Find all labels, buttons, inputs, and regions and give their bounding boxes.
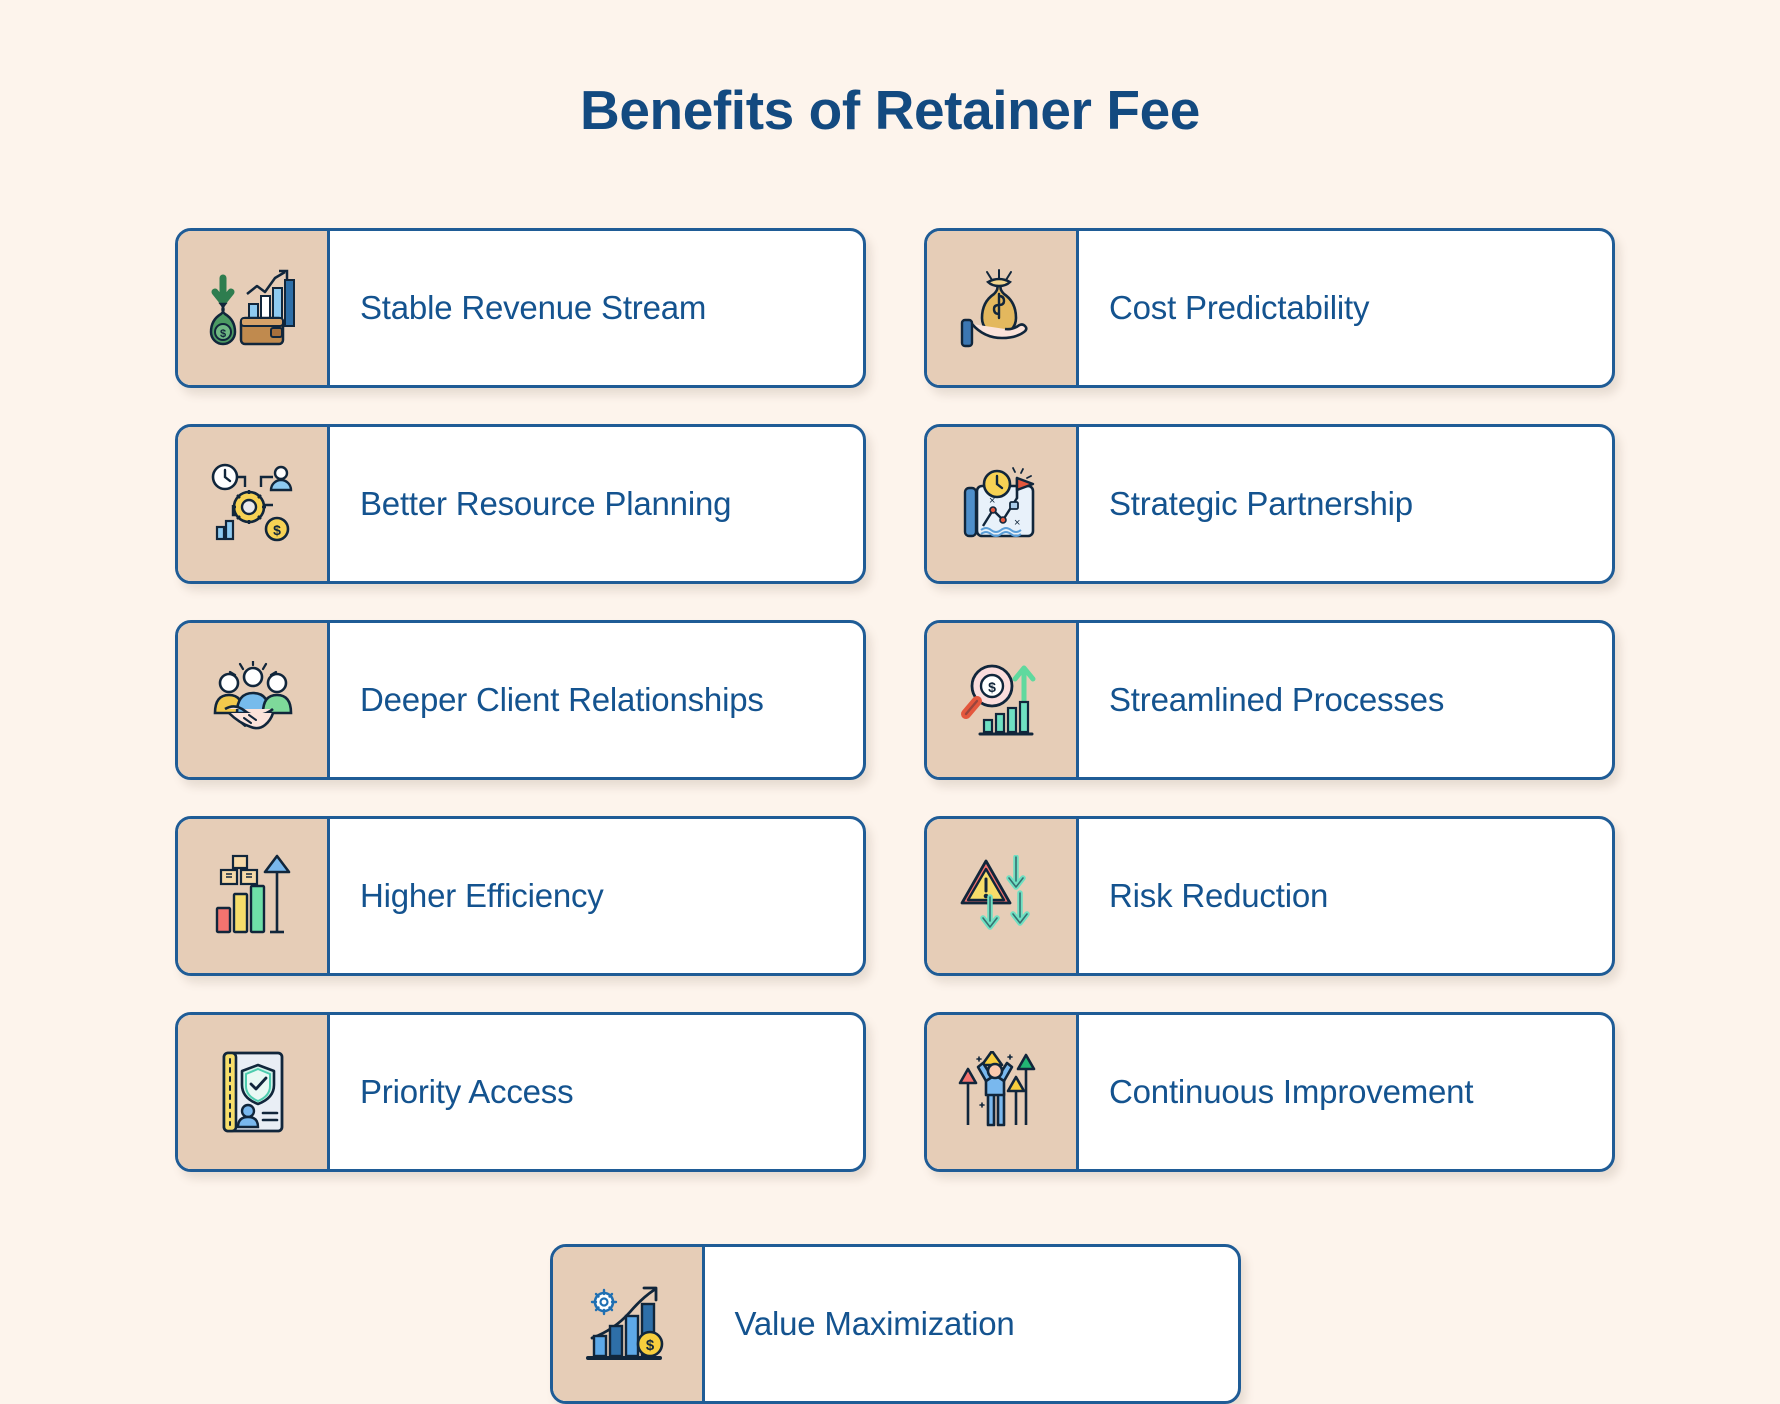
benefit-label: Cost Predictability <box>1109 289 1370 327</box>
svg-text:$: $ <box>219 328 225 340</box>
benefit-card-cost-predictability[interactable]: Cost Predictability <box>924 228 1615 388</box>
person-rising-arrows-icon <box>927 1015 1079 1169</box>
benefit-card-stable-revenue-stream[interactable]: $ Stable Revenue Stream <box>175 228 866 388</box>
benefit-label: Stable Revenue Stream <box>360 289 707 327</box>
warning-triangle-down-arrows-icon <box>927 819 1079 973</box>
card-body: Strategic Partnership <box>1079 427 1612 581</box>
benefit-label: Streamlined Processes <box>1109 681 1445 719</box>
card-body: Better Resource Planning <box>330 427 863 581</box>
benefit-label: Priority Access <box>360 1073 574 1111</box>
magnifier-bar-chart-arrow-icon: $ <box>927 623 1079 777</box>
card-body: Cost Predictability <box>1079 231 1612 385</box>
bar-chart-boxes-up-arrow-icon <box>178 819 330 973</box>
card-body: Continuous Improvement <box>1079 1015 1612 1169</box>
benefits-grid: $ Stable Revenue Stream <box>175 228 1615 1404</box>
svg-text:$: $ <box>988 679 996 695</box>
benefit-card-strategic-partnership[interactable]: × × Strategic Partnership <box>924 424 1615 584</box>
card-body: Deeper Client Relationships <box>330 623 863 777</box>
gear-growth-bar-chart-coin-icon: $ <box>552 1247 705 1401</box>
handshake-team-icon <box>178 623 330 777</box>
bottom-card-row: $ Value Maximization <box>175 1244 1615 1404</box>
svg-text:×: × <box>989 495 995 507</box>
benefit-label: Value Maximization <box>734 1305 1015 1343</box>
benefit-label: Continuous Improvement <box>1109 1073 1474 1111</box>
card-body: Streamlined Processes <box>1079 623 1612 777</box>
card-body: Stable Revenue Stream <box>330 231 863 385</box>
benefit-card-risk-reduction[interactable]: Risk Reduction <box>924 816 1615 976</box>
strategy-map-clock-flag-icon: × × <box>927 427 1079 581</box>
card-body: Risk Reduction <box>1079 819 1612 973</box>
svg-text:$: $ <box>646 1337 655 1354</box>
svg-text:$: $ <box>273 522 281 538</box>
card-body: Higher Efficiency <box>330 819 863 973</box>
page-title: Benefits of Retainer Fee <box>580 79 1200 141</box>
benefit-label: Strategic Partnership <box>1109 485 1413 523</box>
benefit-card-priority-access[interactable]: Priority Access <box>175 1012 866 1172</box>
benefit-label: Higher Efficiency <box>360 877 604 915</box>
benefit-label: Risk Reduction <box>1109 877 1329 915</box>
card-body: Value Maximization <box>705 1247 1238 1401</box>
benefit-card-deeper-client-relationships[interactable]: Deeper Client Relationships <box>175 620 866 780</box>
card-body: Priority Access <box>330 1015 863 1169</box>
id-card-shield-check-icon <box>178 1015 330 1169</box>
benefit-card-streamlined-processes[interactable]: $ Streamlined Processes <box>924 620 1615 780</box>
benefit-card-value-maximization[interactable]: $ Value Maximization <box>549 1244 1241 1404</box>
benefit-card-better-resource-planning[interactable]: $ Better Resource Planning <box>175 424 866 584</box>
benefit-label: Deeper Client Relationships <box>360 681 764 719</box>
benefit-card-continuous-improvement[interactable]: Continuous Improvement <box>924 1012 1615 1172</box>
benefit-label: Better Resource Planning <box>360 485 732 523</box>
money-bag-growth-chart-wallet-icon: $ <box>178 231 330 385</box>
hand-holding-money-bag-icon <box>927 231 1079 385</box>
benefit-card-higher-efficiency[interactable]: Higher Efficiency <box>175 816 866 976</box>
svg-text:×: × <box>1014 517 1020 529</box>
clock-gear-user-network-icon: $ <box>178 427 330 581</box>
